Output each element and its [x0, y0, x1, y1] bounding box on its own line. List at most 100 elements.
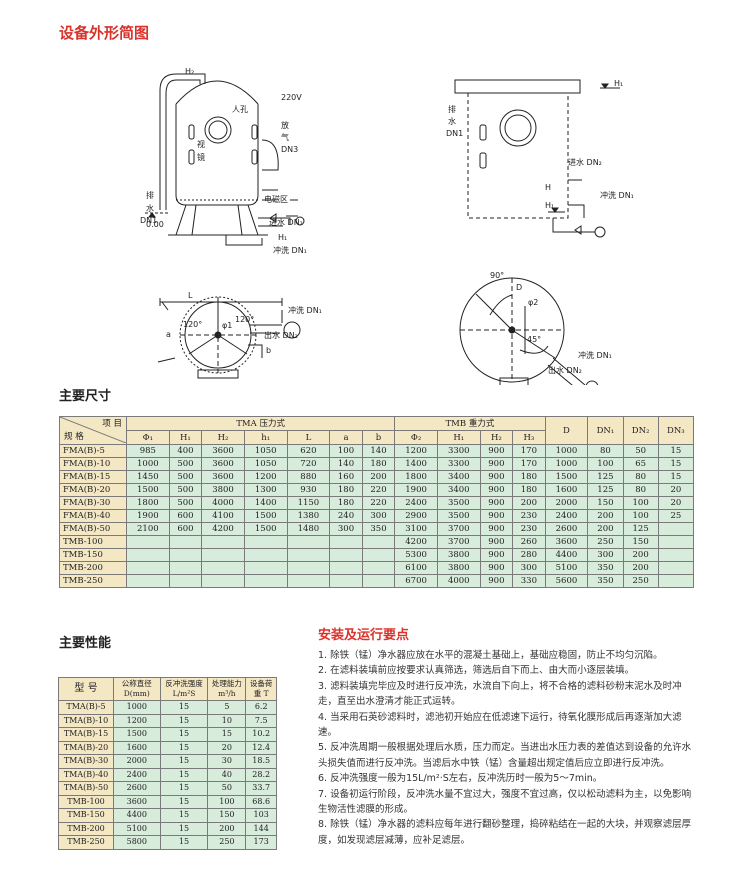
value-cell: 65 [622, 457, 659, 471]
value-cell: 5 [207, 700, 247, 715]
value-cell: 2400 [394, 496, 438, 510]
header-col-tma: L [286, 430, 331, 445]
label-tmb-backwash-plan: 冲洗 DN₁ [578, 350, 612, 360]
value-cell: 900 [479, 470, 514, 484]
header-col-tmb: H₁ [436, 430, 481, 445]
value-cell: 250 [207, 835, 247, 850]
label-tmb-h1: H₁ [614, 79, 623, 88]
value-cell: 125 [622, 522, 659, 536]
value-cell: 1500 [126, 483, 170, 497]
model-cell: TMA(B)-10 [58, 713, 114, 728]
dimensions-table: 项 目 规 格 TMA 压力式 TMB 重力式 D DN₁ DN₂ DN₃ Φ₁… [59, 416, 695, 588]
value-cell: 900 [479, 457, 514, 471]
model-cell: TMB-100 [58, 794, 114, 809]
value-cell [201, 548, 245, 562]
value-cell: 230 [512, 509, 546, 523]
header-col-tmb: Φ₂ [394, 430, 438, 445]
performance-title: 主要性能 [59, 636, 112, 651]
value-cell: 3800 [201, 483, 245, 497]
value-cell: 15 [159, 740, 209, 755]
value-cell: 80 [622, 483, 659, 497]
value-cell: 2100 [126, 522, 170, 536]
install-note: 1. 除铁（锰）净水器应放在水平的混凝土基础上，基础应稳固，防止不均匀沉陷。 [318, 650, 663, 661]
dimensions-corner-cell: 项 目 规 格 [59, 416, 127, 445]
value-cell: 200 [622, 561, 659, 575]
value-cell: 200 [512, 496, 546, 510]
label-D: D [516, 283, 522, 292]
value-cell: 300 [361, 509, 396, 523]
value-cell: 15 [657, 457, 695, 471]
model-cell: FMA(B)-50 [59, 522, 127, 536]
value-cell: 930 [286, 483, 331, 497]
value-cell: 900 [479, 496, 514, 510]
label-angle-90: 90° [490, 271, 504, 280]
value-cell [657, 548, 695, 562]
install-note: 8. 除铁（锰）净水器的滤料应每年进行翻砂整理，捣碎粘结在一起的大块，并观察滤层… [318, 819, 692, 846]
value-cell: 3500 [436, 509, 481, 523]
value-cell: 200 [587, 509, 624, 523]
model-cell: TMA(B)-5 [58, 700, 114, 715]
value-cell: 400 [168, 444, 203, 458]
model-cell: TMA(B)-15 [58, 727, 114, 742]
value-cell: 170 [512, 457, 546, 471]
value-cell: 1800 [126, 496, 170, 510]
value-cell: 3800 [436, 548, 481, 562]
label-b: b [266, 346, 271, 355]
value-cell: 1200 [394, 444, 438, 458]
value-cell: 900 [479, 522, 514, 536]
value-cell: 4000 [436, 574, 481, 588]
value-cell: 1600 [113, 740, 161, 755]
value-cell: 180 [329, 483, 363, 497]
value-cell: 500 [168, 470, 203, 484]
value-cell: 180 [512, 483, 546, 497]
value-cell: 100 [587, 457, 624, 471]
value-cell: 1150 [286, 496, 331, 510]
value-cell: 880 [286, 470, 331, 484]
value-cell: 3500 [436, 496, 481, 510]
label-sight-2: 镜 [197, 152, 205, 162]
value-cell: 1000 [113, 700, 161, 715]
value-cell: 144 [245, 821, 277, 836]
value-cell: 2600 [113, 781, 161, 796]
label-vent-3: DN3 [281, 145, 298, 154]
value-cell: 900 [479, 548, 514, 562]
value-cell: 500 [168, 496, 203, 510]
header-col-tma: H₂ [201, 430, 245, 445]
label-drain-2: 水 [146, 203, 154, 213]
value-cell: 900 [479, 574, 514, 588]
header-col-tma: h₁ [243, 430, 288, 445]
label-angle-45: 45° [527, 335, 541, 344]
model-cell: TMB-150 [58, 808, 114, 823]
label-backwash: 冲洗 DN₁ [273, 245, 307, 255]
value-cell: 3700 [436, 522, 481, 536]
value-cell: 3400 [436, 483, 481, 497]
label-sight-1: 视 [197, 139, 205, 149]
label-phi2: φ2 [528, 298, 538, 307]
value-cell: 10.2 [245, 727, 277, 742]
label-L: L [188, 291, 193, 300]
value-cell: 150 [622, 535, 659, 549]
value-cell: 10 [207, 713, 247, 728]
label-drain-1: 排 [146, 190, 154, 200]
model-cell: TMB-100 [59, 535, 127, 549]
model-cell: TMB-250 [58, 835, 114, 850]
value-cell: 100 [622, 496, 659, 510]
value-cell: 160 [329, 470, 363, 484]
value-cell: 4100 [201, 509, 245, 523]
value-cell [126, 561, 170, 575]
value-cell [361, 535, 396, 549]
label-tmb-drain-1: 排 [448, 104, 456, 114]
header-group-tmb: TMB 重力式 [394, 416, 546, 431]
value-cell [168, 535, 203, 549]
drawing-title: 设备外形简图 [59, 24, 150, 42]
value-cell: 1500 [544, 470, 589, 484]
value-cell: 1000 [544, 457, 589, 471]
value-cell: 280 [512, 548, 546, 562]
label-tmb-outlet-plan: 出水 DN₂ [548, 365, 582, 375]
